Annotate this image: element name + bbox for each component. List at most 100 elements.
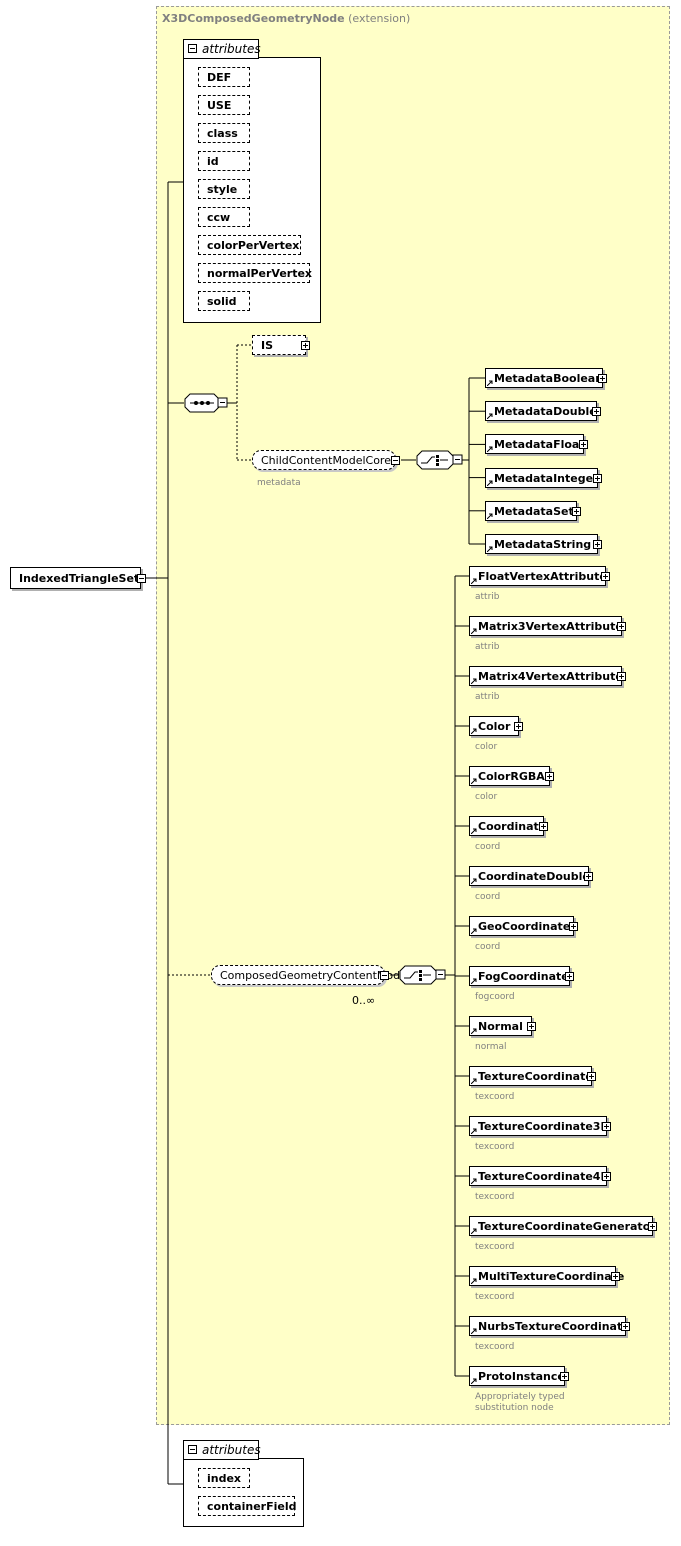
attribute-style[interactable]: style [198,179,250,199]
expand-icon[interactable] [593,540,602,549]
expand-icon[interactable] [617,622,626,631]
extension-title: X3DComposedGeometryNode (extension) [162,12,410,25]
element-metadata-integer[interactable]: MetadataInteger [485,467,602,488]
reference-arrow-icon [487,380,493,386]
attributes-header-label: attributes [202,1443,261,1457]
element-label: Coordinate [478,820,547,833]
reference-arrow-icon [471,978,477,984]
element-fog-coordinate[interactable]: FogCoordinate [469,966,574,986]
collapse-icon[interactable] [380,971,389,980]
expand-icon[interactable] [565,972,574,981]
expand-icon[interactable] [602,1122,611,1131]
reference-arrow-icon [471,1328,477,1334]
attribute-class[interactable]: class [198,123,250,143]
expand-icon[interactable] [611,1272,620,1281]
attribute-normal-per-vertex[interactable]: normalPerVertex [198,263,312,283]
element-multi-texture-coordinate[interactable]: MultiTextureCoordinate [469,1266,624,1286]
element-note: texcoord [475,1292,515,1302]
expand-icon[interactable] [584,872,593,881]
element-proto-instance[interactable]: ProtoInstance [469,1366,569,1386]
collapse-icon[interactable] [188,44,197,53]
expand-icon[interactable] [579,440,588,450]
expand-icon[interactable] [648,1222,657,1231]
attribute-solid[interactable]: solid [198,291,250,311]
expand-icon[interactable] [572,506,581,516]
reference-arrow-icon [471,1278,477,1284]
expand-icon[interactable] [514,722,523,731]
element-metadata-set[interactable]: MetadataSet [485,500,581,521]
attributes-header-own[interactable]: attributes [183,1440,261,1460]
expand-icon[interactable] [587,1072,596,1081]
expand-icon[interactable] [301,341,310,350]
group-composed-geometry-content-model[interactable]: ComposedGeometryContentModel [211,965,410,985]
element-texture-coordinate-3d[interactable]: TextureCoordinate3D [469,1116,611,1136]
group-composed-geometry-content-model-label: ComposedGeometryContentModel [220,969,410,982]
element-note: attrib [475,642,500,652]
element-matrix-3vertex-attribute[interactable]: Matrix3VertexAttribute [469,616,626,636]
expand-icon[interactable] [617,672,626,681]
element-metadata-string[interactable]: MetadataString [485,534,602,554]
expand-icon[interactable] [621,1322,630,1331]
root-element-label: IndexedTriangleSet [19,572,140,585]
attribute-id[interactable]: id [198,151,250,171]
attribute-container-field[interactable]: containerField [198,1496,296,1516]
element-texture-coordinate[interactable]: TextureCoordinate [469,1066,596,1086]
element-label: ColorRGBA [478,770,545,783]
element-label: TextureCoordinate3D [478,1120,610,1133]
element-color-rgba[interactable]: ColorRGBA [469,766,554,786]
expand-icon[interactable] [527,1022,536,1031]
element-is[interactable]: IS [252,335,310,355]
attribute-ccw[interactable]: ccw [198,207,250,227]
element-note: attrib [475,692,500,702]
expand-icon[interactable] [593,473,602,483]
collapse-icon[interactable] [137,574,146,583]
expand-icon[interactable] [601,572,610,581]
element-matrix-4vertex-attribute[interactable]: Matrix4VertexAttribute [469,666,626,686]
element-metadata-float[interactable]: MetadataFloat [485,434,588,455]
occurrence-label: 0..∞ [352,994,376,1007]
expand-icon[interactable] [592,407,601,417]
collapse-icon[interactable] [391,456,400,465]
attribute-color-per-vertex[interactable]: colorPerVertex [198,235,301,255]
element-geo-coordinate[interactable]: GeoCoordinate [469,916,578,936]
expand-icon[interactable] [560,1372,569,1381]
element-nurbs-texture-coordinate[interactable]: NurbsTextureCoordinate [469,1316,630,1336]
expand-icon[interactable] [569,922,578,931]
element-note: color [475,742,498,752]
reference-arrow-icon [487,480,493,486]
element-label: ProtoInstance [478,1370,565,1383]
element-texture-coordinate-generator[interactable]: TextureCoordinateGenerator [469,1216,657,1236]
element-note: normal [475,1042,507,1052]
expand-icon[interactable] [545,772,554,781]
element-color[interactable]: Color [469,716,523,736]
expand-icon[interactable] [598,374,607,383]
attributes-header-extension[interactable]: attributes [183,39,261,59]
group-child-content-model-core[interactable]: ChildContentModelCore [252,450,400,470]
reference-arrow-icon [471,1178,477,1184]
attribute-def[interactable]: DEF [198,67,250,87]
element-note: texcoord [475,1242,515,1252]
element-label: FloatVertexAttribute [478,570,607,583]
element-float-vertex-attribute[interactable]: FloatVertexAttribute [469,566,610,586]
root-element[interactable]: IndexedTriangleSet [10,567,146,589]
element-metadata-double[interactable]: MetadataDouble [485,401,601,422]
element-label: MetadataBoolean [494,372,604,385]
attribute-use[interactable]: USE [198,95,250,115]
element-metadata-boolean[interactable]: MetadataBoolean [485,368,607,388]
element-normal[interactable]: Normal [469,1016,536,1036]
collapse-icon[interactable] [188,1445,197,1454]
element-note: Appropriately typed substitution node [475,1392,565,1413]
element-label: NurbsTextureCoordinate [478,1320,630,1333]
element-coordinate-double[interactable]: CoordinateDouble [469,866,593,886]
attribute-index[interactable]: index [198,1468,250,1488]
element-label: GeoCoordinate [478,920,571,933]
expand-icon[interactable] [602,1172,611,1181]
reference-arrow-icon [471,578,477,584]
expand-icon[interactable] [539,822,548,831]
element-note: fogcoord [475,992,515,1002]
sequence-icon [184,393,228,413]
element-texture-coordinate-4d[interactable]: TextureCoordinate4D [469,1166,611,1186]
element-coordinate[interactable]: Coordinate [469,816,548,836]
element-label: CoordinateDouble [478,870,590,883]
